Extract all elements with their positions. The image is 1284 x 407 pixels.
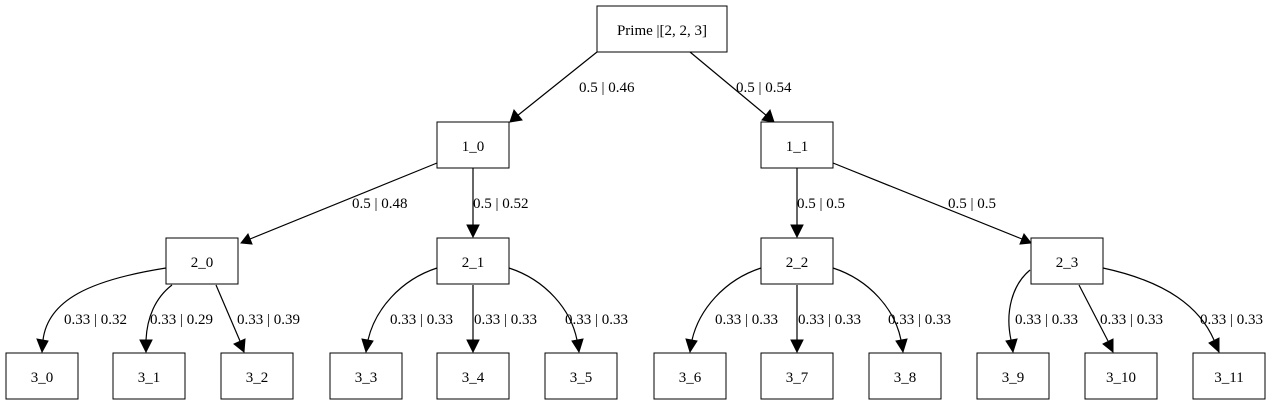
edge-2_0-3_2 [215, 284, 246, 353]
node-3_4: 3_4 [436, 352, 510, 400]
edge-label-root-1_1: 0.5 | 0.54 [736, 80, 792, 96]
edge-label-2_0-3_1: 0.33 | 0.29 [150, 312, 213, 328]
edge-label-2_3-3_10: 0.33 | 0.33 [1100, 312, 1163, 328]
node-1_0: 1_0 [436, 121, 510, 169]
node-3_4-label: 3_4 [462, 370, 485, 386]
edge-label-2_2-3_8: 0.33 | 0.33 [888, 312, 951, 328]
node-2_0: 2_0 [165, 237, 239, 285]
node-3_10: 3_10 [1084, 352, 1158, 400]
node-3_2-label: 3_2 [246, 370, 269, 386]
edge-label-root-1_0: 0.5 | 0.46 [579, 80, 635, 96]
node-2_1: 2_1 [436, 237, 510, 285]
edge-1_1-2_2 [790, 168, 804, 239]
node-3_1: 3_1 [112, 352, 186, 400]
edge-2_1-3_3 [361, 267, 438, 354]
edge-label-2_2-3_6: 0.33 | 0.33 [715, 312, 778, 328]
edge-label-2_1-3_5: 0.33 | 0.33 [565, 312, 628, 328]
node-3_7: 3_7 [760, 352, 834, 400]
node-3_1-label: 3_1 [138, 370, 161, 386]
edge-label-1_1-2_3: 0.5 | 0.5 [948, 196, 996, 212]
node-1_0-label: 1_0 [462, 139, 485, 155]
edge-label-2_0-3_2: 0.33 | 0.39 [237, 312, 300, 328]
node-3_6: 3_6 [653, 352, 727, 400]
node-3_5: 3_5 [544, 352, 618, 400]
edge-2_0-3_1 [139, 284, 173, 354]
edge-root-1_1 [689, 51, 775, 123]
node-3_11: 3_11 [1192, 352, 1266, 400]
edge-2_3-3_11 [1102, 267, 1220, 354]
node-3_3-label: 3_3 [355, 370, 378, 386]
edge-2_2-3_6 [685, 267, 762, 354]
node-3_5-label: 3_5 [570, 370, 593, 386]
node-1_1-label: 1_1 [786, 139, 809, 155]
node-3_10-label: 3_10 [1106, 370, 1136, 386]
edge-label-2_2-3_7: 0.33 | 0.33 [798, 312, 861, 328]
node-3_2: 3_2 [220, 352, 294, 400]
node-1_1: 1_1 [760, 121, 834, 169]
edge-2_0-3_0 [36, 267, 167, 354]
node-3_0-label: 3_0 [31, 370, 54, 386]
edge-2_3-3_10 [1078, 284, 1114, 354]
node-root-label: Prime |[2, 2, 3] [617, 23, 707, 39]
node-root: Prime |[2, 2, 3] [596, 5, 728, 53]
edge-1_0-2_0 [240, 162, 438, 245]
node-2_1-label: 2_1 [462, 255, 485, 271]
edge-1_1-2_3 [832, 162, 1032, 245]
edge-label-2_3-3_9: 0.33 | 0.33 [1015, 312, 1078, 328]
edge-1_0-2_1 [466, 168, 480, 239]
edge-label-1_1-2_2: 0.5 | 0.5 [797, 196, 845, 212]
node-3_6-label: 3_6 [679, 370, 702, 386]
node-3_8: 3_8 [868, 352, 942, 400]
node-3_11-label: 3_11 [1214, 370, 1243, 386]
edge-label-2_0-3_0: 0.33 | 0.32 [64, 312, 127, 328]
edge-label-2_3-3_11: 0.33 | 0.33 [1200, 312, 1263, 328]
node-3_9: 3_9 [976, 352, 1050, 400]
node-2_0-label: 2_0 [191, 255, 214, 271]
edge-2_2-3_8 [832, 267, 908, 354]
node-2_2-label: 2_2 [786, 255, 809, 271]
edge-2_3-3_9 [1005, 269, 1031, 354]
node-3_9-label: 3_9 [1002, 370, 1025, 386]
node-2_3-label: 2_3 [1056, 255, 1079, 271]
node-3_3: 3_3 [329, 352, 403, 400]
edge-2_2-3_7 [790, 285, 804, 354]
node-2_3: 2_3 [1030, 237, 1104, 285]
edge-2_1-3_4 [466, 285, 480, 354]
node-3_8-label: 3_8 [894, 370, 917, 386]
edge-2_1-3_5 [508, 267, 584, 354]
node-3_7-label: 3_7 [786, 370, 809, 386]
node-3_0: 3_0 [5, 352, 79, 400]
edge-label-1_0-2_0: 0.5 | 0.48 [352, 196, 408, 212]
edge-label-2_1-3_4: 0.33 | 0.33 [474, 312, 537, 328]
edge-label-1_0-2_1: 0.5 | 0.52 [473, 196, 529, 212]
edge-label-2_1-3_3: 0.33 | 0.33 [390, 312, 453, 328]
edge-root-1_0 [509, 51, 598, 123]
node-2_2: 2_2 [760, 237, 834, 285]
